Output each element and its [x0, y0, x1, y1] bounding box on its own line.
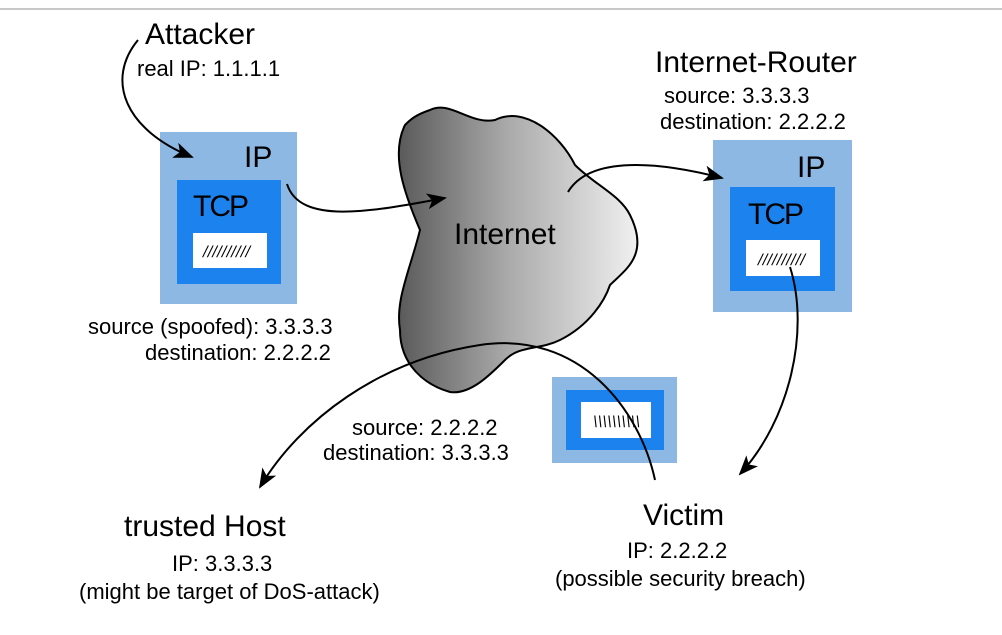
victim-ip: IP: 2.2.2.2: [627, 538, 727, 563]
arrow-attacker-to-packet: [121, 39, 194, 158]
payload-text: //////////: [201, 244, 251, 260]
trusted-host-note: (might be target of DoS-attack): [79, 579, 380, 604]
router-title: Internet-Router: [655, 46, 857, 79]
arrow-internet-to-router: [567, 164, 724, 193]
attacker-destination: destination: 2.2.2.2: [145, 340, 331, 365]
payload-text: \\\\\\\\\\: [593, 414, 640, 430]
tcp-label: TCP: [193, 190, 248, 223]
router-packet: IP TCP //////////: [713, 140, 852, 312]
arrow-router-to-victim: [738, 266, 799, 476]
arrows: [121, 39, 799, 489]
arrow-packet-to-internet: [286, 183, 447, 213]
tcp-label: TCP: [748, 198, 803, 231]
victim-title: Victim: [643, 499, 724, 532]
trusted-host-ip: IP: 3.3.3.3: [172, 551, 272, 576]
router-source: source: 3.3.3.3: [664, 83, 810, 108]
arrow-victim-to-trusted-host: [258, 342, 656, 489]
attacker-real-ip: real IP: 1.1.1.1: [137, 56, 280, 81]
ip-label: IP: [797, 151, 825, 184]
trusted-host-title: trusted Host: [124, 510, 286, 543]
reply-source: source: 2.2.2.2: [352, 415, 498, 440]
reply-packet: \\\\\\\\\\: [552, 377, 677, 463]
payload-box: [193, 233, 267, 268]
payload-box: [581, 402, 651, 438]
cloud-shape: [397, 106, 639, 394]
payload-box: [746, 240, 820, 276]
router-destination: destination: 2.2.2.2: [660, 109, 846, 134]
internet-label: Internet: [454, 218, 556, 251]
internet-cloud: Internet: [397, 106, 639, 394]
attacker-packet: IP TCP //////////: [160, 132, 297, 304]
attacker-source: source (spoofed): 3.3.3.3: [88, 314, 333, 339]
ip-label: IP: [244, 141, 272, 174]
attacker-title: Attacker: [145, 18, 255, 51]
payload-text: //////////: [756, 252, 806, 268]
reply-destination: destination: 3.3.3.3: [323, 440, 509, 465]
victim-note: (possible security breach): [555, 566, 806, 591]
